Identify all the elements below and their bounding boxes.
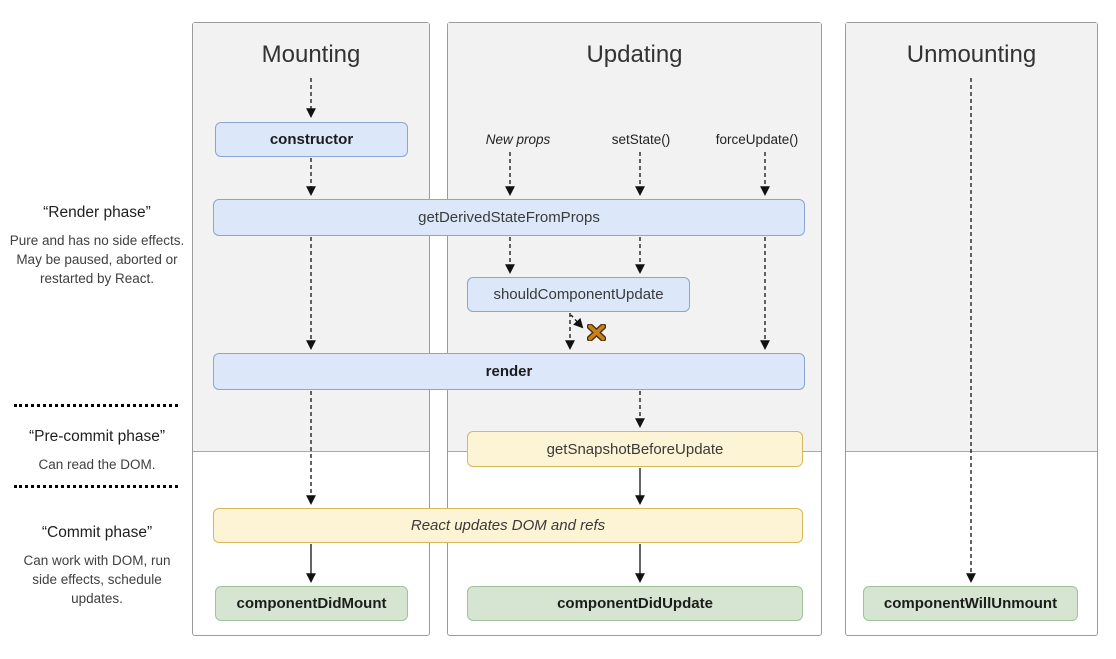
component-did-update-box[interactable]: componentDidUpdate xyxy=(467,586,803,621)
mounting-column: Mounting xyxy=(192,22,430,636)
precommit-phase-description: Can read the DOM. xyxy=(38,457,156,472)
commit-phase-description: Can work with DOM, run side effects, sch… xyxy=(23,553,171,606)
constructor-box[interactable]: constructor xyxy=(215,122,408,157)
get-derived-state-from-props-box[interactable]: getDerivedStateFromProps xyxy=(213,199,805,236)
commit-phase-title: “Commit phase” xyxy=(41,524,153,541)
should-component-update-box[interactable]: shouldComponentUpdate xyxy=(467,277,690,312)
updating-column: Updating xyxy=(447,22,822,636)
unmounting-column-title: Unmounting xyxy=(906,41,1037,68)
updating-column-title: Updating xyxy=(586,41,683,68)
render-phase-description: Pure and has no side effects. May be pau… xyxy=(9,233,185,286)
update-stopped-x-icon xyxy=(587,324,606,341)
setstate-label: setState() xyxy=(611,132,671,147)
component-did-mount-box[interactable]: componentDidMount xyxy=(215,586,408,621)
component-will-unmount-box[interactable]: componentWillUnmount xyxy=(863,586,1078,621)
unmounting-render-zone xyxy=(846,23,1097,452)
phase-divider xyxy=(14,404,178,407)
react-updates-dom-box: React updates DOM and refs xyxy=(213,508,803,543)
phase-divider xyxy=(14,485,178,488)
render-box[interactable]: render xyxy=(213,353,805,390)
mounting-column-title: Mounting xyxy=(261,41,361,68)
precommit-phase-label: “Pre-commit phase” Can read the DOM. xyxy=(8,428,186,474)
render-phase-label: “Render phase” Pure and has no side effe… xyxy=(8,204,186,288)
new-props-label: New props xyxy=(485,132,551,147)
render-phase-title: “Render phase” xyxy=(43,204,151,221)
commit-phase-label: “Commit phase” Can work with DOM, run si… xyxy=(8,524,186,608)
precommit-phase-title: “Pre-commit phase” xyxy=(28,428,166,445)
forceupdate-label: forceUpdate() xyxy=(715,132,799,147)
unmounting-column: Unmounting xyxy=(845,22,1098,636)
get-snapshot-before-update-box[interactable]: getSnapshotBeforeUpdate xyxy=(467,431,803,467)
